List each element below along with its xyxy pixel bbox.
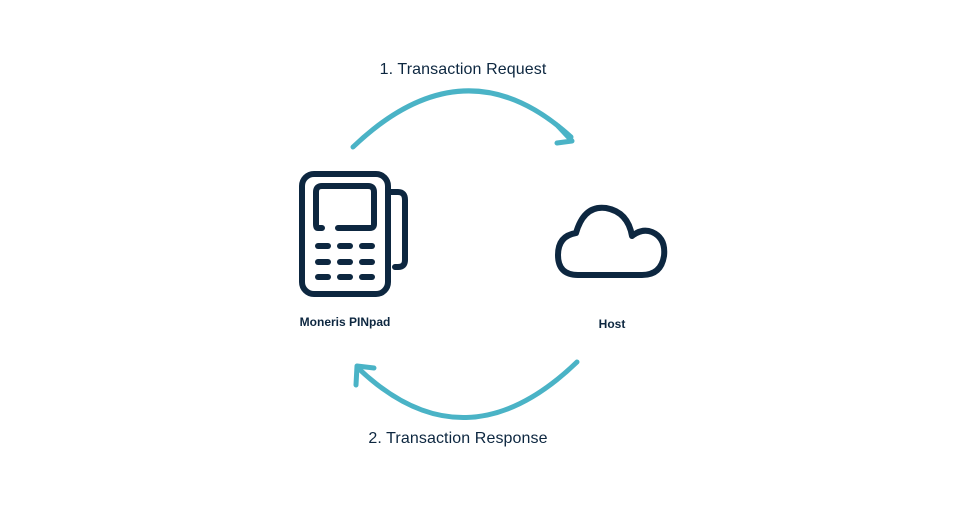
step-request-label: 1. Transaction Request xyxy=(379,61,547,78)
cloud-icon xyxy=(555,204,668,278)
request-arrow xyxy=(350,88,575,150)
pinpad-terminal-icon xyxy=(299,171,408,297)
pinpad-label: Moneris PINpad xyxy=(299,315,391,329)
host-label: Host xyxy=(598,317,626,331)
step-response-label: 2. Transaction Response xyxy=(368,430,548,447)
response-arrow xyxy=(353,359,580,420)
